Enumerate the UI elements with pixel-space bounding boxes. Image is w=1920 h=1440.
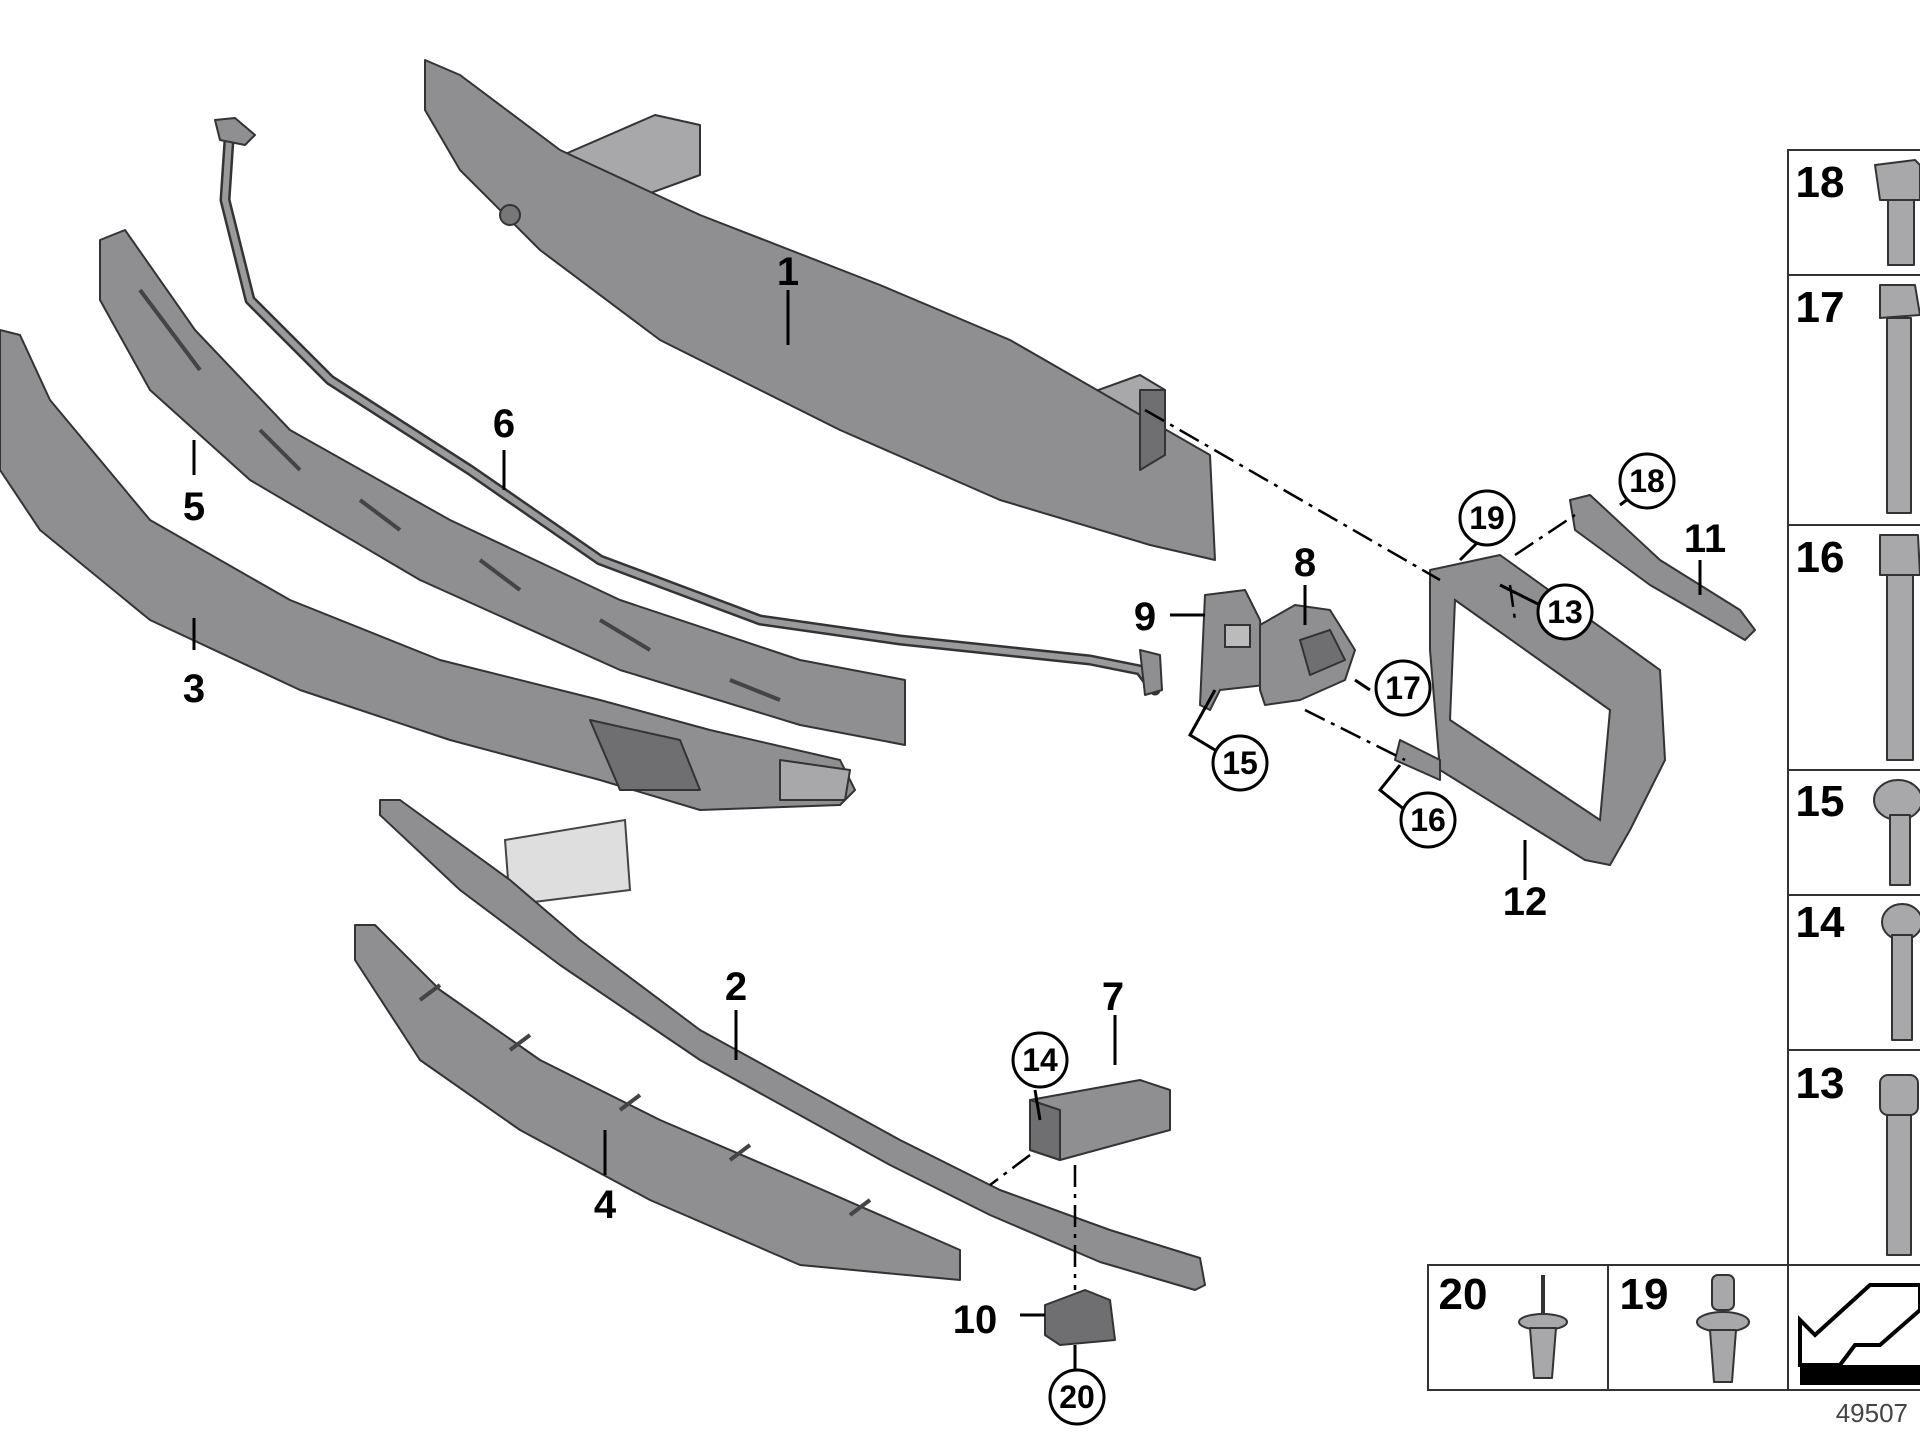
circled-callout-19: 19	[1458, 489, 1516, 547]
bolt-17-icon	[1879, 284, 1920, 514]
circled-callout-20: 20	[1048, 1368, 1106, 1426]
callout-8: 8	[1294, 541, 1316, 585]
fastener-table: 18 17 16 15 14 13 20 19	[1427, 149, 1920, 1391]
part-12-frame	[1394, 554, 1666, 866]
circled-callout-18: 18	[1618, 452, 1676, 510]
table-label-17: 17	[1796, 283, 1845, 332]
table-label-19: 19	[1620, 1270, 1669, 1319]
screw-15-icon	[1873, 779, 1920, 886]
table-label-16: 16	[1796, 533, 1845, 582]
part-2-lower-bar	[379, 799, 1206, 1291]
circled-callout-15: 15	[1211, 734, 1269, 792]
direction-arrow-icon	[1798, 1283, 1920, 1385]
callout-5: 5	[183, 485, 205, 529]
part-7-bracket	[1029, 1079, 1171, 1161]
circled-callout-14: 14	[1011, 1031, 1069, 1089]
svg-text:13: 13	[1547, 594, 1583, 630]
svg-text:18: 18	[1629, 463, 1665, 499]
part-9-bracket	[1199, 589, 1266, 711]
callout-2: 2	[725, 965, 747, 1009]
circled-callout-16: 16	[1399, 791, 1457, 849]
callout-7: 7	[1102, 975, 1124, 1019]
table-label-14: 14	[1796, 898, 1845, 947]
svg-text:20: 20	[1059, 1379, 1095, 1415]
circled-callouts: 13 14 15 16 17 18 19 20	[1011, 452, 1676, 1426]
svg-text:17: 17	[1385, 670, 1421, 706]
part-3-large-absorber	[0, 329, 856, 811]
callout-labels: 1 2 3 4 5 6 7 8 9 10 11 12	[183, 250, 1726, 1342]
part-4-lower-absorber	[354, 924, 961, 1281]
callout-3: 3	[183, 667, 205, 711]
bolt-18-icon	[1874, 159, 1920, 266]
svg-text:14: 14	[1022, 1042, 1058, 1078]
part-5-absorber	[99, 229, 906, 746]
table-label-13: 13	[1796, 1059, 1845, 1108]
callout-9: 9	[1134, 595, 1156, 639]
table-label-18: 18	[1796, 158, 1845, 207]
document-id: 49507	[1836, 1398, 1908, 1428]
svg-text:19: 19	[1469, 500, 1505, 536]
part-10-clip	[1044, 1289, 1116, 1346]
svg-text:16: 16	[1410, 802, 1446, 838]
callout-12: 12	[1503, 880, 1548, 924]
part-11-strip	[1569, 494, 1756, 641]
callout-4: 4	[594, 1183, 617, 1227]
callout-10: 10	[953, 1298, 998, 1342]
clip-19-icon	[1696, 1274, 1750, 1383]
circled-callout-17: 17	[1374, 659, 1432, 717]
leader-lines	[192, 290, 1702, 1375]
bolt-16-icon	[1879, 534, 1920, 761]
part-6-wire	[214, 117, 1163, 696]
circled-callout-13: 13	[1536, 583, 1594, 641]
rivet-20-icon	[1518, 1275, 1568, 1379]
table-label-20: 20	[1439, 1270, 1488, 1319]
callout-11: 11	[1684, 517, 1726, 561]
table-label-15: 15	[1796, 777, 1845, 826]
callout-6: 6	[493, 402, 515, 446]
part-8-bracket	[1259, 604, 1356, 706]
screw-14-icon	[1881, 903, 1920, 1041]
bolt-13-icon	[1879, 1074, 1919, 1256]
part-1-bumper-carrier	[424, 59, 1216, 561]
callout-1: 1	[777, 250, 799, 294]
svg-text:15: 15	[1222, 745, 1258, 781]
